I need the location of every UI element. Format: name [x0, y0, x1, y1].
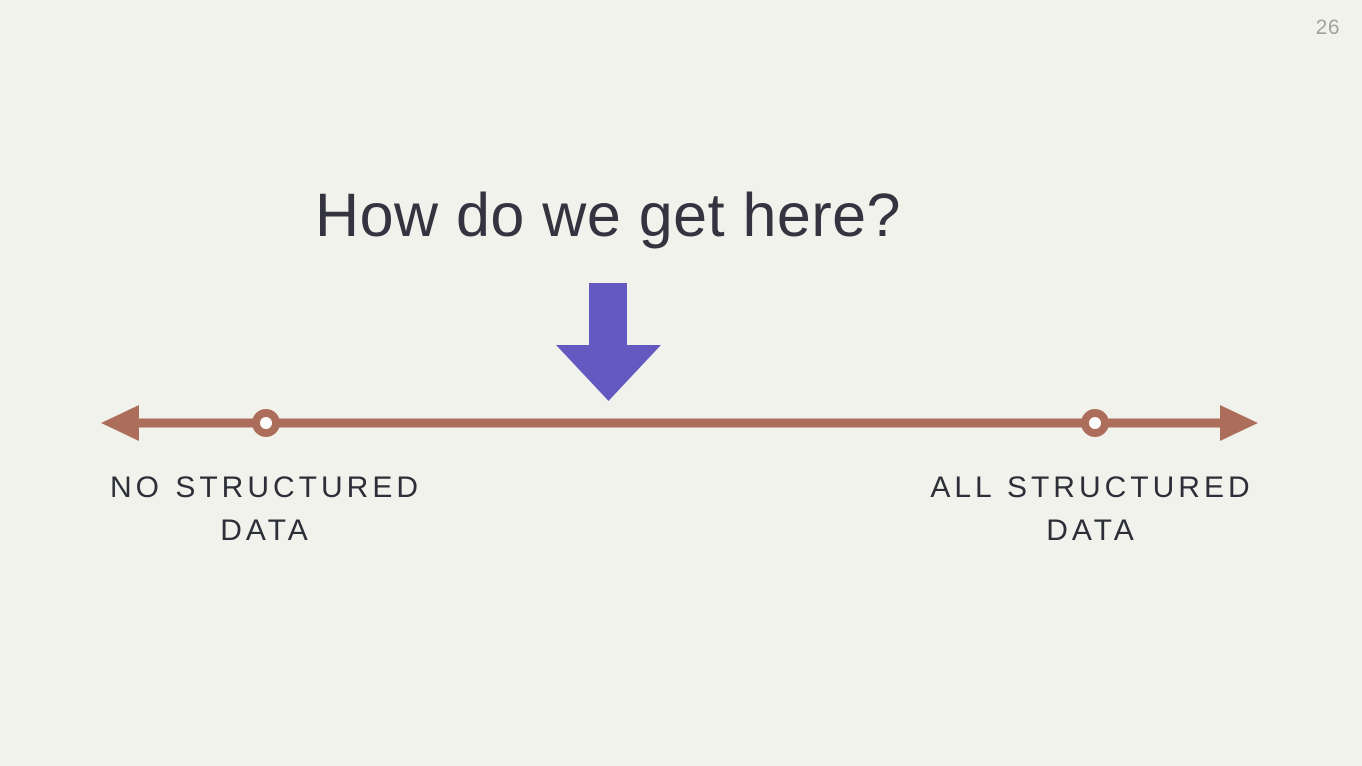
left-arrowhead-icon: [101, 405, 139, 441]
right-arrowhead-icon: [1220, 405, 1258, 441]
axis-label-right: ALL STRUCTURED DATA: [930, 471, 1254, 547]
page-title: How do we get here?: [315, 181, 901, 249]
left-marker-icon: [252, 409, 280, 437]
down-arrow-icon: [556, 283, 661, 401]
right-marker-icon: [1081, 409, 1109, 437]
axis-label-left: NO STRUCTURED DATA: [110, 471, 422, 547]
page-number: 26: [1315, 16, 1340, 39]
spectrum-axis: [0, 398, 1362, 448]
